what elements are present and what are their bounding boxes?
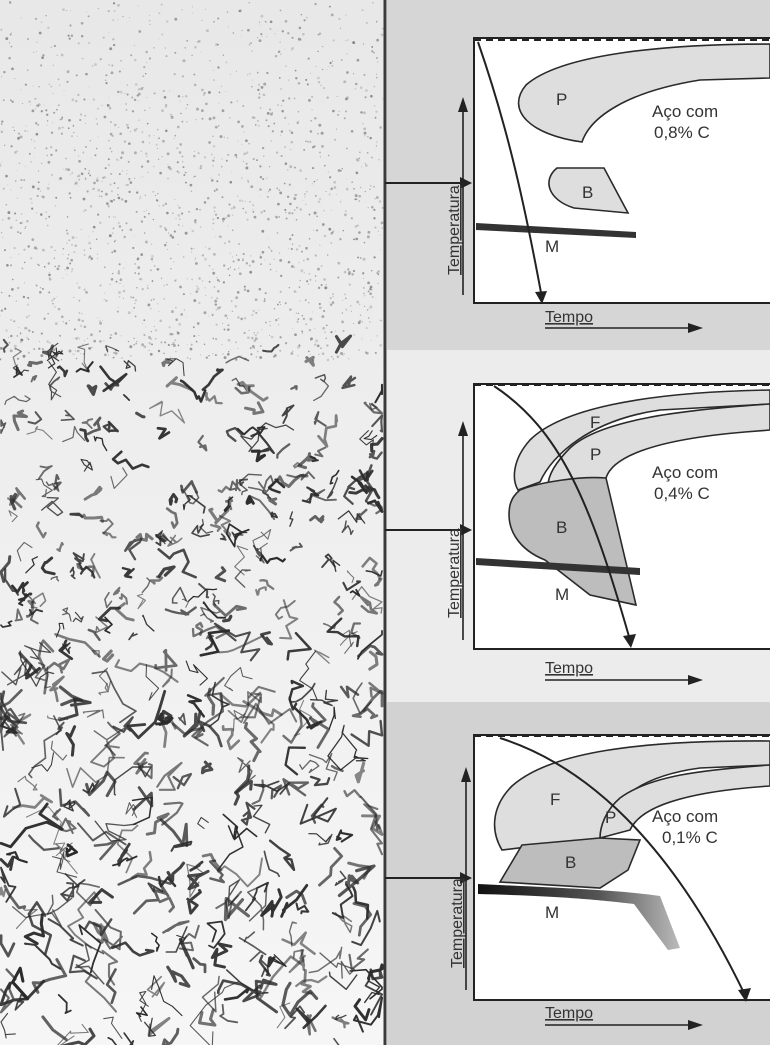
micrograph — [0, 0, 385, 1045]
steel-label-line2: 0,1% C — [662, 828, 718, 847]
x-axis-label: Tempo — [545, 1005, 593, 1022]
steel-label-line2: 0,4% C — [654, 484, 710, 503]
y-axis-label: Temperatura — [446, 185, 463, 275]
steel-label-line1: Aço com — [652, 102, 718, 121]
region-label-m: M — [545, 903, 559, 922]
region-label-b: B — [565, 853, 576, 872]
region-label-f: F — [550, 790, 560, 809]
region-label-f: F — [590, 413, 600, 432]
steel-label-line2: 0,8% C — [654, 123, 710, 142]
y-axis-label: Temperatura — [446, 528, 463, 618]
region-label-b: B — [556, 518, 567, 537]
x-axis-label: Tempo — [545, 309, 593, 326]
region-label-p: P — [605, 808, 616, 827]
y-axis-label: Temperatura — [449, 878, 466, 968]
steel-label-line1: Aço com — [652, 463, 718, 482]
region-label-m: M — [545, 237, 559, 256]
region-label-m: M — [555, 585, 569, 604]
region-label-p: P — [590, 445, 601, 464]
x-axis-label: Tempo — [545, 660, 593, 677]
region-label-b: B — [582, 183, 593, 202]
region-label-p: P — [556, 90, 567, 109]
steel-label-line1: Aço com — [652, 807, 718, 826]
